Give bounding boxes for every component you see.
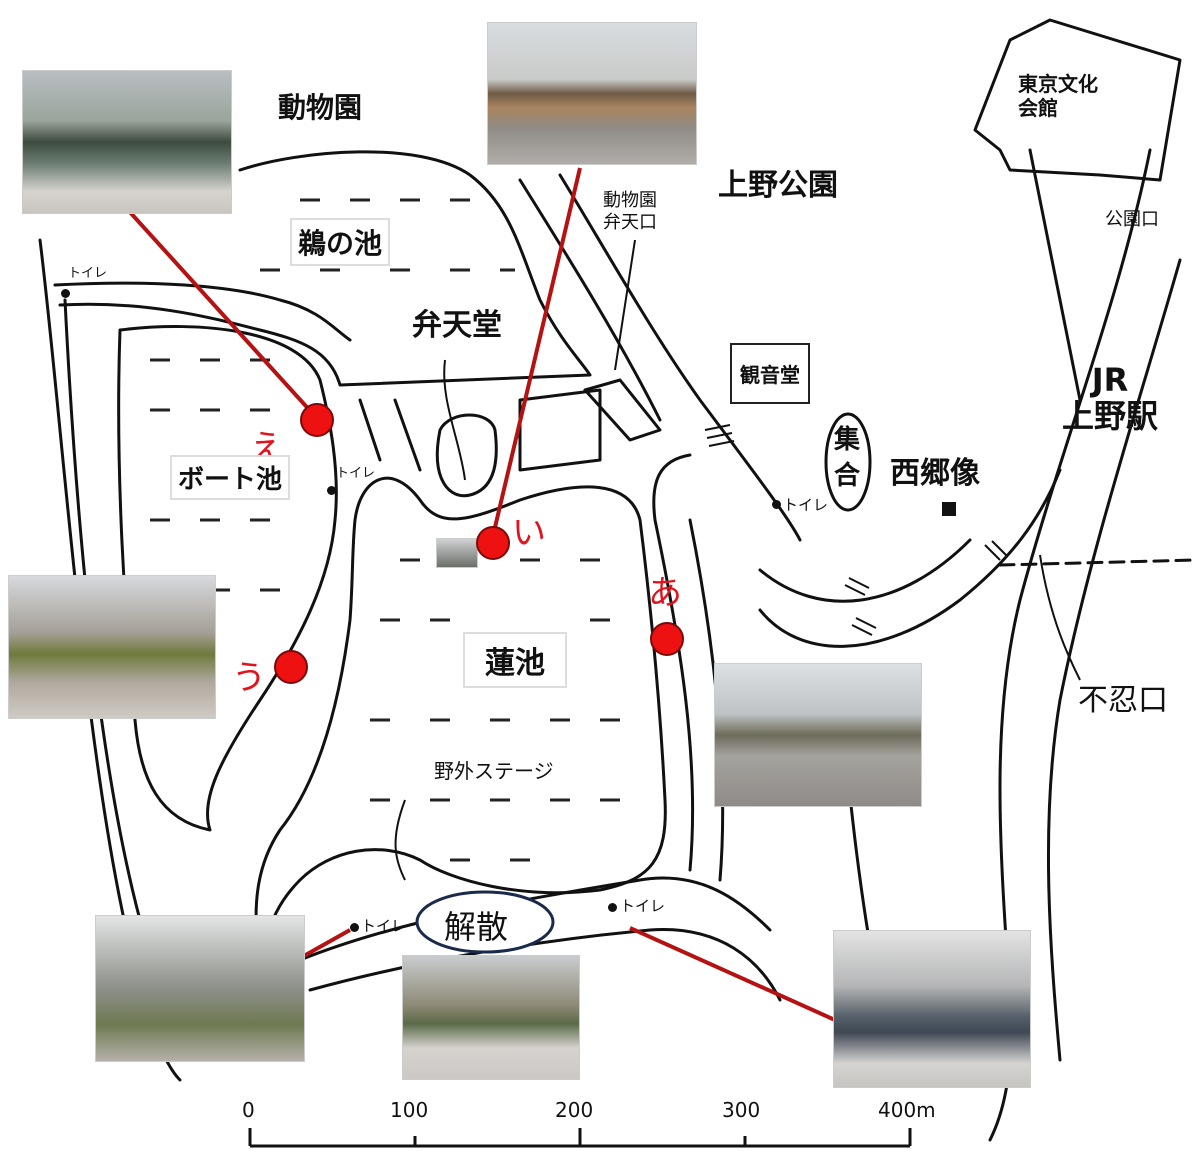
label-bunka-kaikan: 東京文化 会館 [1018, 72, 1098, 120]
pointer-lines [394, 239, 1081, 881]
toilet-dot-5 [608, 903, 617, 912]
point-label-u: う [232, 658, 266, 698]
scale-tick-300: 300 [722, 1098, 761, 1122]
label-u-pond: 鵜の池 [290, 218, 391, 266]
meeting-point-oval [824, 412, 872, 512]
point-label-i: い [512, 513, 546, 553]
toilet-dot-3 [772, 500, 781, 509]
label-jr-ueno: JR 上野駅 [1062, 361, 1159, 435]
toilet-label-4: トイレ [361, 917, 407, 935]
water-hatching [150, 198, 620, 862]
label-saigo: 西郷像 [890, 456, 980, 491]
toilet-label-5: トイレ [620, 897, 666, 915]
label-outdoor-stage: 野外ステージ [434, 759, 554, 783]
photo-a-path [714, 663, 922, 807]
label-zoo-benten-gate: 動物園 弁天口 [603, 190, 657, 233]
label-kannondo: 観音堂 [730, 343, 810, 404]
marker-i[interactable] [476, 526, 510, 560]
marker-a[interactable] [650, 622, 684, 656]
label-zoo: 動物園 [278, 91, 363, 124]
photo-connectors [126, 167, 836, 1022]
marker-e[interactable] [300, 403, 334, 437]
scale-tick-200: 200 [555, 1098, 594, 1122]
label-boat-pond: ボート池 [170, 455, 291, 500]
label-meeting: 集 合 [834, 425, 861, 491]
photo-stage [95, 915, 305, 1062]
label-dismissal: 解散 [444, 908, 509, 946]
point-label-a: あ [648, 573, 682, 613]
photo-small-i [436, 538, 478, 568]
toilet-dot-1 [61, 289, 70, 298]
stairs [704, 424, 1008, 636]
photo-dismissal-plaza [402, 955, 580, 1080]
marker-u[interactable] [274, 650, 308, 684]
label-shinobazu-gate: 不忍口 [1078, 683, 1168, 718]
scale-tick-0: 0 [242, 1098, 255, 1122]
saigo-statue-marker [942, 502, 956, 516]
photo-i-pavilion [487, 22, 697, 165]
toilet-label-2: トイレ [336, 466, 376, 481]
dismissal-oval [415, 890, 555, 954]
label-ueno-park: 上野公園 [718, 168, 838, 203]
toilet-label-1: トイレ [68, 266, 108, 281]
scale-tick-400m: 400m [878, 1098, 936, 1122]
label-koen-guchi: 公園口 [1105, 209, 1159, 230]
photo-e-path [22, 70, 232, 214]
photo-toilet-building [833, 930, 1031, 1088]
label-hasu-pond: 蓮池 [463, 632, 567, 688]
photo-u-path [8, 575, 216, 719]
label-bentendo: 弁天堂 [412, 308, 502, 343]
toilet-label-3: トイレ [783, 496, 829, 514]
map-outlines [38, 18, 1196, 1142]
toilet-dot-4 [350, 923, 359, 932]
toilet-dot-2 [327, 486, 336, 495]
scale-tick-100: 100 [390, 1098, 429, 1122]
scale-bar [248, 1128, 912, 1148]
